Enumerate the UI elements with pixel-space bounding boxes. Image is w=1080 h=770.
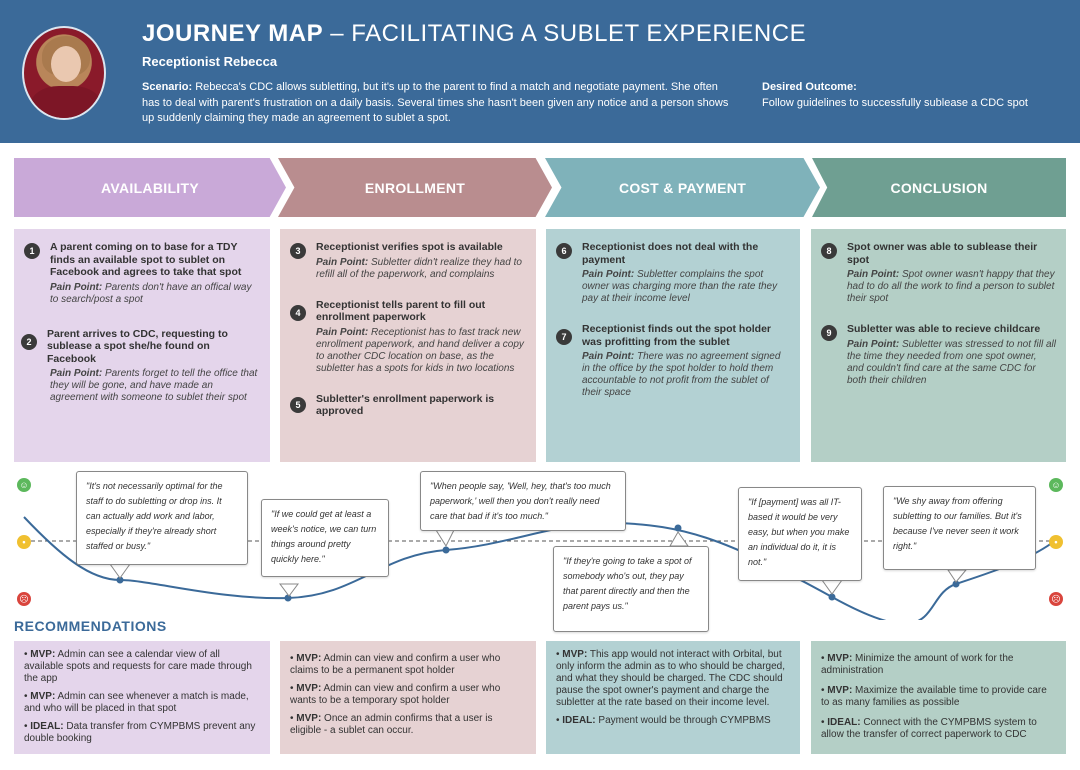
pain-point: Pain Point: Parents forget to tell the o… (50, 368, 258, 403)
step-number: 1 (24, 243, 40, 259)
step-number: 2 (21, 333, 37, 350)
recommendation-item: • IDEAL: Data transfer from CYMPBMS prev… (24, 721, 256, 744)
step-number: 5 (290, 396, 306, 413)
persona-name: Receptionist Rebecca (142, 54, 278, 69)
quote-bubble: "If [payment] was all IT-based it would … (738, 487, 862, 581)
step-card: 2 Parent arrives to CDC, requesting to s… (21, 327, 260, 405)
sad-face-icon: ☹ (17, 592, 31, 606)
step-card: 5 Subletter's enrollment paperwork is ap… (290, 393, 526, 418)
phase-cost-payment: COST & PAYMENT (545, 158, 820, 217)
header-banner: JOURNEY MAP – FACILITATING A SUBLET EXPE… (0, 0, 1080, 143)
step-title: Receptionist finds out the spot holder w… (582, 323, 771, 348)
emotion-point (828, 593, 836, 601)
step-title: Spot owner was able to sublease their sp… (847, 241, 1038, 266)
step-number: 4 (290, 304, 306, 321)
quote-bubble: "If we could get at least a week's notic… (261, 499, 389, 577)
recommendation-item: • MVP: Admin can see whenever a match is… (24, 691, 249, 714)
step-number: 9 (821, 325, 837, 341)
quote-bubble: "If they're going to take a spot of some… (553, 546, 709, 632)
step-title: Receptionist verifies spot is available (316, 241, 503, 253)
recommendations-conclusion: • MVP: Minimize the amount of work for t… (811, 641, 1066, 754)
emotion-point (952, 580, 960, 588)
step-card: 3 Receptionist verifies spot is availabl… (290, 241, 526, 281)
step-title: Parent arrives to CDC, requesting to sub… (47, 327, 228, 365)
neutral-face-icon: • (1049, 535, 1063, 549)
phase-availability: AVAILABILITY (14, 158, 286, 217)
desired-outcome: Desired Outcome:Follow guidelines to suc… (762, 81, 1028, 109)
step-title: Receptionist does not deal with the paym… (582, 241, 759, 266)
pain-point: Pain Point: Subletter was stressed to no… (847, 338, 1056, 386)
step-title: A parent coming on to base for a TDY fin… (50, 241, 242, 278)
happy-face-icon: ☺ (1049, 478, 1063, 492)
emotion-point (116, 576, 124, 584)
quote-bubble: "We shy away from offering subletting to… (883, 486, 1036, 570)
recommendation-item: • MVP: Admin can view and confirm a user… (290, 683, 501, 706)
quote-bubble: "It's not necessarily optimal for the st… (76, 471, 248, 565)
pain-point: Pain Point: Subletter didn't realize the… (316, 256, 522, 280)
steps-column-cost-payment: 6 Receptionist does not deal with the pa… (546, 229, 800, 462)
step-card: 1 A parent coming on to base for a TDY f… (24, 241, 260, 306)
recommendation-item: • IDEAL: Connect with the CYMPBMS system… (821, 717, 1037, 740)
step-card: 4 Receptionist tells parent to fill out … (290, 299, 526, 375)
step-number: 6 (556, 243, 572, 259)
step-title: Subletter was able to recieve childcare (847, 323, 1041, 335)
steps-column-availability: 1 A parent coming on to base for a TDY f… (14, 229, 270, 462)
recommendations-cost-payment: • MVP: This app would not interact with … (546, 641, 800, 754)
emotion-point (284, 594, 292, 602)
steps-column-conclusion: 8 Spot owner was able to sublease their … (811, 229, 1066, 462)
quote-bubble: "When people say, 'Well, hey, that's too… (420, 471, 626, 531)
step-number: 3 (290, 243, 306, 259)
recommendation-item: • MVP: Admin can see a calendar view of … (24, 649, 252, 684)
recommendation-item: • MVP: Admin can view and confirm a user… (290, 653, 501, 676)
step-card: 9 Subletter was able to recieve childcar… (821, 323, 1056, 387)
recommendation-item: • IDEAL: Payment would be through CYMPBM… (556, 715, 771, 726)
pain-point: Pain Point: There was no agreement signe… (582, 351, 781, 398)
avatar (22, 26, 106, 120)
sad-face-icon: ☹ (1049, 592, 1063, 606)
scenario-text: Scenario: Rebecca's CDC allows sublettin… (142, 81, 729, 124)
step-number: 8 (821, 243, 837, 259)
phase-enrollment: ENROLLMENT (278, 158, 552, 217)
pain-point: Pain Point: Parents don't have an offica… (50, 281, 252, 305)
pain-point: Pain Point: Spot owner wasn't happy that… (847, 269, 1055, 304)
recommendations-enrollment: • MVP: Admin can view and confirm a user… (280, 641, 536, 754)
step-card: 6 Receptionist does not deal with the pa… (556, 241, 790, 305)
recommendation-item: • MVP: Maximize the available time to pr… (821, 685, 1047, 708)
emotion-point (674, 524, 682, 532)
steps-column-enrollment: 3 Receptionist verifies spot is availabl… (280, 229, 536, 462)
pain-point: Pain Point: Receptionist has to fast tra… (316, 326, 524, 374)
step-title: Receptionist tells parent to fill out en… (316, 298, 486, 324)
step-card: 7 Receptionist finds out the spot holder… (556, 323, 790, 399)
phase-conclusion: CONCLUSION (812, 158, 1066, 217)
recommendation-item: • MVP: This app would not interact with … (556, 649, 786, 708)
step-number: 7 (556, 329, 572, 345)
step-card: 8 Spot owner was able to sublease their … (821, 241, 1056, 305)
happy-face-icon: ☺ (17, 478, 31, 492)
recommendations-heading: RECOMMENDATIONS (14, 618, 167, 634)
recommendation-item: • MVP: Once an admin confirms that a use… (290, 713, 493, 736)
step-title: Subletter's enrollment paperwork is appr… (316, 392, 495, 418)
pain-point: Pain Point: Subletter complains the spot… (582, 269, 778, 304)
page-title: JOURNEY MAP – FACILITATING A SUBLET EXPE… (142, 20, 807, 47)
emotion-point (442, 546, 450, 554)
neutral-face-icon: • (17, 535, 31, 549)
recommendations-availability: • MVP: Admin can see a calendar view of … (14, 641, 270, 754)
recommendation-item: • MVP: Minimize the amount of work for t… (821, 653, 1014, 676)
